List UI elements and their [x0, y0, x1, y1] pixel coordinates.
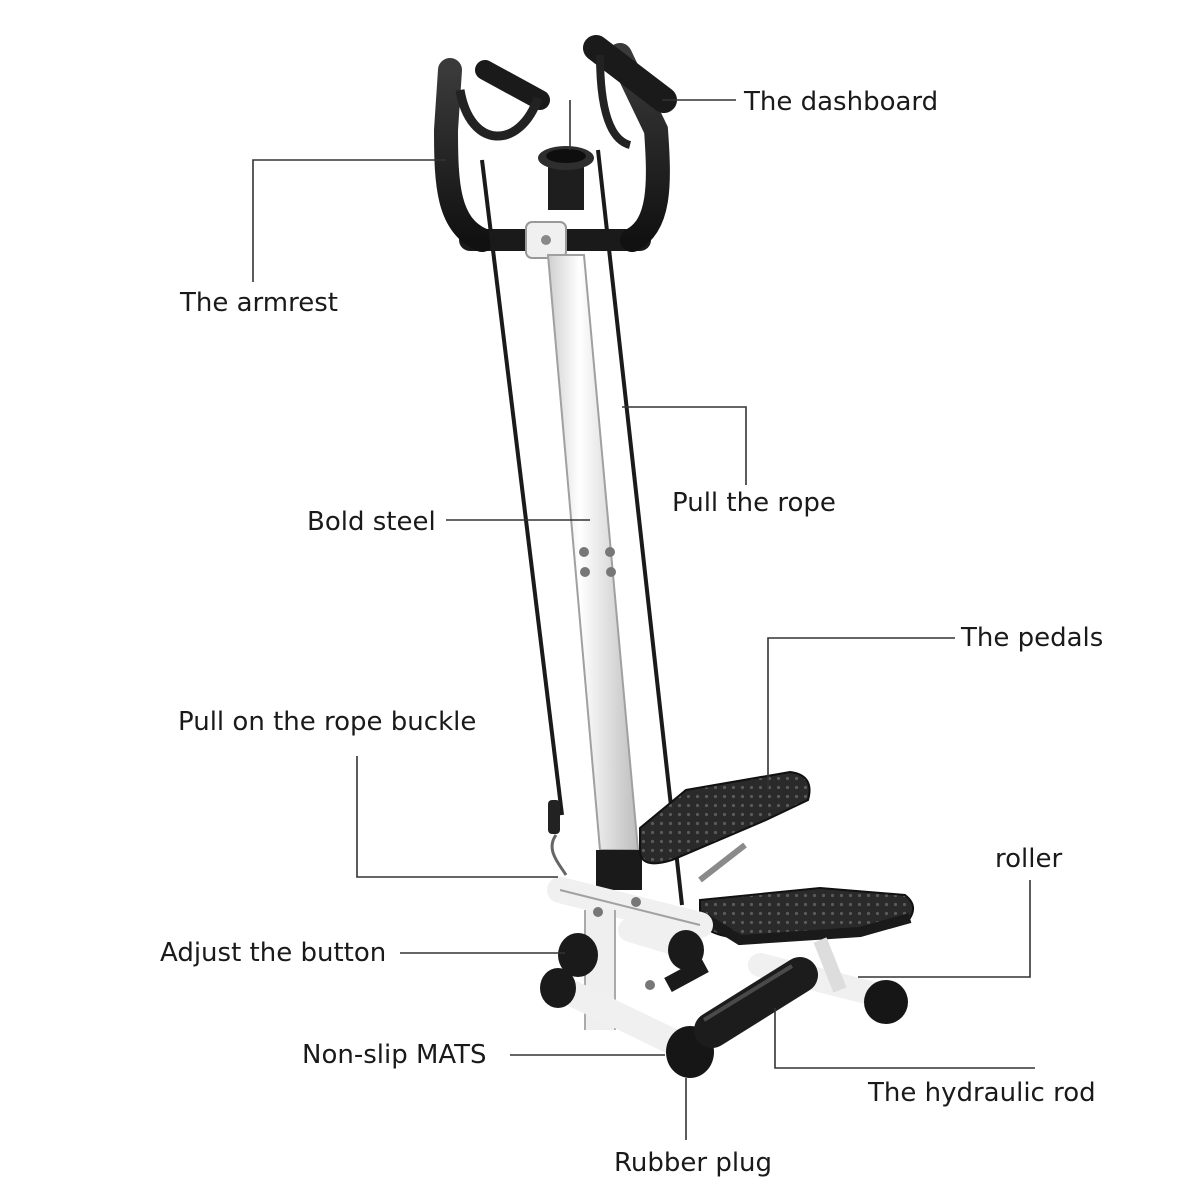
- label-dashboard: The dashboard: [744, 87, 939, 117]
- leader-pedals: [767, 637, 955, 790]
- leader-hydraulic: [774, 1008, 1035, 1069]
- resistance-ropes: [480, 149, 684, 906]
- label-armrest: The armrest: [180, 288, 338, 318]
- hydraulic-cylinder: [664, 957, 818, 1048]
- label-non-slip-mats: Non-slip MATS: [302, 1040, 487, 1070]
- handlebar: [433, 35, 677, 259]
- label-pull-rope: Pull the rope: [672, 488, 836, 518]
- label-rubber-plug: Rubber plug: [614, 1148, 773, 1178]
- leader-roller: [858, 880, 1031, 978]
- label-rope-buckle: Pull on the rope buckle: [178, 707, 477, 737]
- label-roller: roller: [995, 844, 1063, 874]
- label-bold-steel: Bold steel: [307, 507, 436, 537]
- leader-pull-rope: [622, 406, 747, 485]
- label-pedals: The pedals: [961, 623, 1104, 653]
- label-hydraulic-rod: The hydraulic rod: [868, 1078, 1096, 1108]
- label-adjust-button: Adjust the button: [160, 938, 387, 968]
- leader-armrest: [252, 159, 446, 282]
- dashboard-part: [538, 146, 594, 210]
- steel-pole: [546, 254, 642, 890]
- leader-rope-buckle: [356, 756, 558, 878]
- pedals: [639, 770, 915, 946]
